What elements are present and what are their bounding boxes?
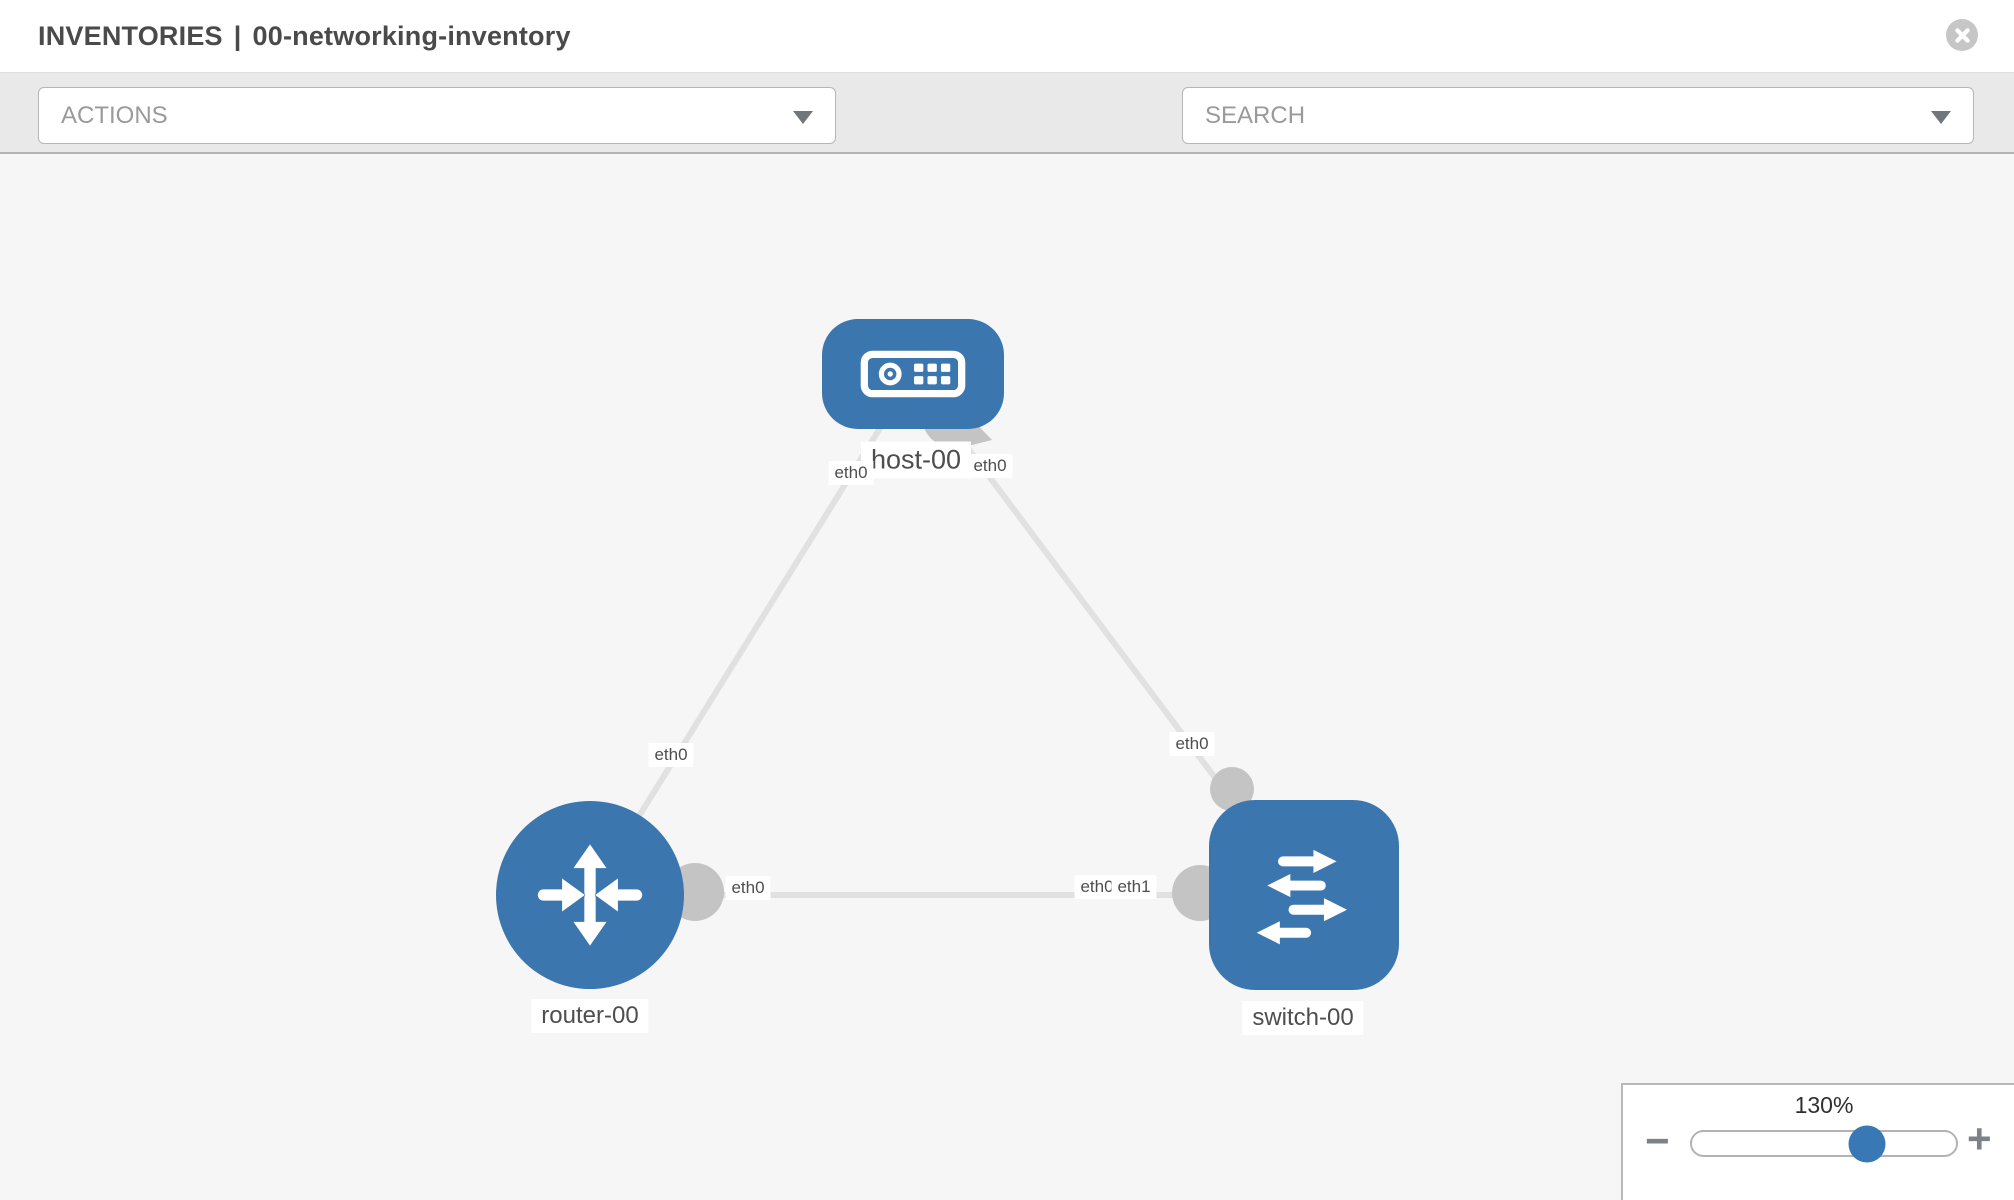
interface-label: eth0 (725, 876, 771, 900)
connector-switch-eth0 (1210, 767, 1254, 811)
search-dropdown[interactable]: SEARCH (1182, 87, 1974, 144)
zoom-level-value: 130% (1794, 1092, 1854, 1118)
node-label-router-00: router-00 (531, 999, 649, 1033)
chevron-down-icon (793, 110, 813, 124)
interface-label: eth0 (967, 454, 1013, 478)
switch-icon (1256, 849, 1348, 945)
search-dropdown-label: SEARCH (1205, 101, 1306, 129)
page-title: INVENTORIES | 00-networking-inventory (38, 0, 571, 72)
node-label-switch-00: switch-00 (1242, 1001, 1364, 1035)
node-host-00[interactable] (822, 319, 1004, 429)
node-router-00[interactable] (496, 801, 684, 989)
inventory-name: 00-networking-inventory (252, 20, 571, 51)
links-layer (587, 373, 1306, 921)
toolbar: ACTIONS SEARCH (0, 72, 2014, 202)
breadcrumb-separator: | (233, 20, 242, 51)
chevron-down-icon (1931, 110, 1951, 124)
node-label-host-00: host-00 (860, 441, 972, 479)
close-button[interactable] (1946, 19, 1978, 51)
actions-dropdown[interactable]: ACTIONS (38, 87, 836, 144)
node-switch-00[interactable] (1209, 800, 1399, 990)
host-icon (860, 350, 966, 398)
interface-label: eth0 (648, 743, 694, 767)
zoom-slider[interactable] (1690, 1125, 1958, 1162)
topology-canvas[interactable]: host-00 router-00 switch-00 eth0 eth0 et… (0, 155, 2014, 1200)
interface-label: eth0 (828, 461, 874, 485)
zoom-in-button[interactable]: + (1967, 1115, 1992, 1162)
zoom-slider-thumb[interactable] (1848, 1125, 1886, 1162)
close-icon (1954, 27, 1970, 43)
interface-label: eth1 (1111, 875, 1157, 899)
router-icon (537, 844, 643, 946)
zoom-out-button[interactable]: − (1645, 1117, 1670, 1164)
interface-label: eth0 (1169, 732, 1215, 756)
zoom-panel: 130% − + (1621, 1083, 2014, 1200)
breadcrumb-section: INVENTORIES (38, 20, 223, 51)
header: INVENTORIES | 00-networking-inventory (0, 0, 2014, 72)
actions-dropdown-label: ACTIONS (61, 101, 168, 129)
